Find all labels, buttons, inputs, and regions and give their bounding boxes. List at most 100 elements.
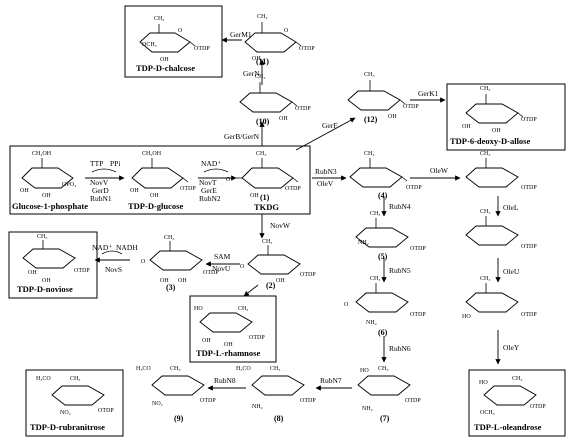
- compound-noviose: TDP-D-noviose: [17, 284, 73, 294]
- atom-oh: OH: [462, 124, 471, 130]
- enzyme-oleu: OleU: [503, 267, 520, 276]
- atom-o: O: [178, 28, 183, 34]
- compound-rubranitrose: TDP-D-rubranitrose: [30, 422, 105, 432]
- atom-ch3: CH₃: [370, 276, 380, 282]
- atom-oh: OH: [279, 116, 288, 122]
- atom-oh: OH: [160, 57, 169, 63]
- atom-ch3: CH₃: [256, 151, 266, 157]
- atom-ch3: CH₃: [70, 376, 80, 382]
- ring-8: [251, 375, 305, 396]
- cofactor-ttp: TTP: [90, 159, 103, 168]
- cofactor-ppi: PPi: [110, 159, 120, 168]
- compound-glc1p: Glucose-1-phosphate: [12, 201, 88, 211]
- atom-o: O: [284, 28, 289, 34]
- ring-5: [355, 218, 409, 248]
- atom-ch3: CH₃: [480, 209, 490, 215]
- atom-otdp: OTDP: [300, 272, 316, 278]
- enzyme-rubn2: RubN2: [199, 194, 221, 203]
- atom-oh: OH: [20, 188, 29, 194]
- enzyme-gern: GerN: [243, 69, 260, 78]
- enzyme-novw: NovW: [270, 221, 291, 230]
- enzyme-novt: NovT: [199, 178, 217, 187]
- ring-tdpglc: [131, 158, 189, 189]
- atom-otdp: OTDP: [180, 186, 196, 192]
- compound-chalcose: TDP-D-chalcose: [136, 63, 195, 73]
- number-1: (1): [260, 193, 270, 202]
- atom-ch2oh: CH₂OH: [142, 151, 162, 157]
- atom-otdp: OTDP: [74, 268, 90, 274]
- cofactor-sam: SAM: [214, 252, 231, 261]
- atom-ch2oh: CH₂OH: [32, 151, 52, 157]
- atom-oh: OH: [252, 56, 261, 62]
- atom-ch3: CH₃: [378, 366, 388, 372]
- atom-oh: OH: [160, 278, 169, 284]
- atom-ch3: CH₃: [255, 74, 265, 80]
- atom-ch3: CH₃: [238, 306, 248, 312]
- atom-otdp: OTDP: [521, 244, 537, 250]
- enzyme-gere: GerE: [201, 186, 217, 195]
- atom-oh: OH: [130, 188, 139, 194]
- compound-rhamnose: TDP-L-rhamnose: [196, 348, 260, 358]
- atom-oh: OH: [150, 193, 159, 199]
- enzyme-novs: NovS: [105, 265, 122, 274]
- atom-otdp: OTDP: [300, 398, 316, 404]
- atom-ch3: CH₃: [270, 366, 280, 372]
- atom-ch3: CH₃: [512, 376, 522, 382]
- enzyme-rubn3: RubN3: [315, 167, 337, 176]
- atom-otdp: OTDP: [530, 404, 546, 410]
- enzyme-rubn1: RubN1: [90, 194, 112, 203]
- atom-oh: OH: [388, 114, 397, 120]
- atom-ch3: CH₃: [480, 151, 490, 157]
- ring-olew: [465, 158, 519, 188]
- atom-otdp: OTDP: [249, 335, 265, 341]
- ring-noviose: [22, 240, 76, 269]
- atom-otdp: OTDP: [285, 186, 301, 192]
- atom-otdp: OTDP: [521, 117, 537, 123]
- atom-o: O: [226, 177, 231, 183]
- atom-nh2: NH₂: [358, 240, 369, 246]
- enzyme-gerk1: GerK1: [418, 89, 439, 98]
- atom-otdp: OTDP: [521, 312, 537, 318]
- number-10: (10): [256, 117, 270, 126]
- ring-9: [151, 375, 205, 396]
- ring-11: [244, 22, 302, 53]
- box-noviose: [8, 231, 98, 299]
- compound-allose: TDP-6-deoxy-D-allose: [450, 136, 530, 146]
- atom-ch3: CH₃: [257, 14, 267, 20]
- enzyme-olel: OleL: [503, 203, 519, 212]
- ring-6: [355, 283, 409, 313]
- ring-glc1p: [21, 158, 74, 189]
- enzyme-gerf: GerF: [322, 121, 337, 130]
- atom-otdp: OTDP: [410, 312, 426, 318]
- enzyme-oley: OleY: [503, 343, 520, 352]
- atom-och3: OCH₃: [142, 42, 157, 48]
- number-6: (6): [378, 328, 388, 337]
- cofactor-nadh: NADH: [116, 243, 138, 252]
- atom-o: O: [141, 259, 146, 265]
- cofactor-nadp: NAD⁺: [201, 159, 221, 168]
- arrows: [85, 37, 501, 391]
- atom-och3: OCH₃: [480, 410, 495, 416]
- ring-chalcose: [139, 24, 196, 53]
- atom-ch3: CH₃: [364, 72, 374, 78]
- ring-7: [357, 375, 411, 396]
- atom-ch3: CH₃: [154, 16, 164, 22]
- enzyme-rubn4: RubN4: [389, 202, 411, 211]
- ring-3: [149, 241, 203, 271]
- atom-oh: OH: [28, 270, 37, 276]
- number-8: (8): [274, 414, 284, 423]
- atom-ch3: CH₃: [170, 366, 180, 372]
- atom-oh: OH: [276, 278, 285, 284]
- atom-otdp: OTDP: [295, 106, 311, 112]
- atom-ch3: CH₃: [262, 239, 272, 245]
- atom-ch3: CH₃: [370, 211, 380, 217]
- enzyme-novv: NovV: [90, 178, 109, 187]
- cofactor-nadp2: NAD⁺: [92, 243, 112, 252]
- atom-otdp: OTDP: [405, 398, 421, 404]
- ring-4: [349, 158, 408, 188]
- enzyme-rubn8: RubN8: [214, 376, 236, 385]
- atom-oh: OH: [492, 128, 501, 134]
- atom-oh: OH: [202, 338, 211, 344]
- enzyme-olew: OleW: [430, 166, 449, 175]
- atom-oh: OH: [42, 278, 51, 284]
